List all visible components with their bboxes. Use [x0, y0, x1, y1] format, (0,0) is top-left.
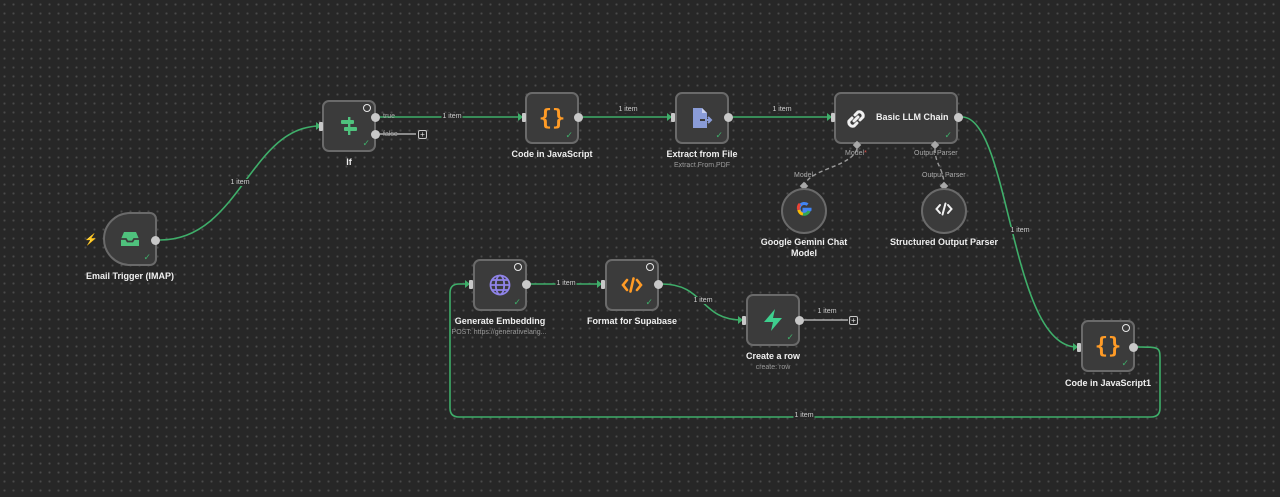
node-label: Structured Output Parser — [889, 237, 999, 247]
output-port[interactable] — [795, 316, 804, 325]
refresh-icon — [646, 263, 654, 271]
input-port[interactable] — [469, 280, 473, 289]
add-node-button[interactable]: + — [849, 316, 858, 325]
edge-parser-llm — [934, 148, 945, 187]
node-label: Google Gemini Chat Model — [760, 237, 848, 258]
link-chain-icon — [844, 107, 868, 136]
add-node-button[interactable]: + — [418, 130, 427, 139]
success-check-icon: ✓ — [645, 297, 653, 307]
input-port[interactable] — [742, 316, 746, 325]
edge-label: 1 item — [816, 308, 838, 315]
node-label: Extract from File — [666, 149, 738, 159]
port-label-model: Model* — [845, 150, 867, 157]
success-check-icon: ✓ — [565, 130, 573, 140]
output-port-true[interactable] — [371, 113, 380, 122]
node-code-javascript[interactable]: {} ✓ — [525, 92, 579, 144]
node-subtitle: create: row — [755, 364, 791, 371]
input-port[interactable] — [601, 280, 605, 289]
refresh-icon — [363, 104, 371, 112]
code-tag-icon — [607, 261, 657, 309]
node-if[interactable]: ✓ — [322, 100, 376, 152]
port-label-model: Model — [794, 172, 814, 179]
edge-label: 1 item — [793, 412, 815, 419]
node-label: Basic LLM Chain — [876, 112, 949, 122]
node-structured-output-parser[interactable] — [921, 188, 967, 234]
edge-label: 1 item — [771, 106, 793, 113]
input-port[interactable] — [522, 113, 526, 122]
edge-label: 1 item — [555, 280, 577, 287]
node-google-gemini[interactable] — [781, 188, 827, 234]
refresh-icon — [514, 263, 522, 271]
edge-label: 1 item — [692, 297, 714, 304]
input-port[interactable] — [671, 113, 675, 122]
edge-label: 1 item — [441, 113, 463, 120]
input-port[interactable] — [319, 122, 323, 131]
port-label-output-parser: Output Parser — [922, 172, 966, 179]
success-check-icon: ✓ — [362, 138, 370, 148]
inbox-icon — [105, 214, 155, 264]
success-check-icon: ✓ — [513, 297, 521, 307]
port-label-output-parser: Output Parser — [914, 150, 958, 157]
file-extract-icon — [677, 94, 727, 142]
success-check-icon: ✓ — [143, 252, 151, 262]
output-port[interactable] — [522, 280, 531, 289]
node-basic-llm-chain[interactable]: Basic LLM Chain ✓ — [834, 92, 958, 144]
edge-label: 1 item — [617, 106, 639, 113]
node-label: Generate Embedding — [454, 316, 546, 326]
refresh-icon — [1122, 324, 1130, 332]
port-label-true: true — [383, 113, 396, 120]
output-port[interactable] — [724, 113, 733, 122]
code-tag-icon — [935, 200, 953, 223]
globe-icon — [475, 261, 525, 309]
node-subtitle: POST: https://generativelang... — [451, 329, 547, 336]
if-switch-icon — [324, 102, 374, 150]
node-label: Code in JavaScript — [511, 149, 593, 159]
output-port[interactable] — [151, 236, 160, 245]
node-label: If — [346, 157, 352, 167]
success-check-icon: ✓ — [944, 130, 952, 140]
output-port[interactable] — [654, 280, 663, 289]
edge-label: 1 item — [229, 179, 251, 186]
edge-label: 1 item — [1009, 227, 1031, 234]
output-port[interactable] — [1129, 343, 1138, 352]
input-port[interactable] — [831, 113, 835, 122]
node-label: Code in JavaScript1 — [1064, 378, 1152, 388]
output-port[interactable] — [954, 113, 963, 122]
node-extract-from-file[interactable]: ✓ — [675, 92, 729, 144]
node-label: Create a row — [745, 351, 801, 361]
node-label: Email Trigger (IMAP) — [85, 271, 175, 281]
node-generate-embedding[interactable]: ✓ — [473, 259, 527, 311]
trigger-bolt-icon: ⚡ — [84, 234, 98, 246]
node-subtitle: Extract From PDF — [673, 162, 731, 169]
output-port-false[interactable] — [371, 130, 380, 139]
port-label-false: false — [383, 131, 398, 138]
google-g-icon — [795, 200, 813, 223]
success-check-icon: ✓ — [715, 130, 723, 140]
input-port[interactable] — [1077, 343, 1081, 352]
node-create-a-row[interactable]: ✓ — [746, 294, 800, 346]
edge-code1-embedding — [449, 283, 1161, 418]
supabase-bolt-icon — [748, 296, 798, 344]
node-code-javascript1[interactable]: {} ✓ — [1081, 320, 1135, 372]
node-format-for-supabase[interactable]: ✓ — [605, 259, 659, 311]
output-port[interactable] — [574, 113, 583, 122]
success-check-icon: ✓ — [786, 332, 794, 342]
node-email-trigger[interactable]: ✓ — [103, 212, 157, 266]
success-check-icon: ✓ — [1121, 358, 1129, 368]
node-label: Format for Supabase — [586, 316, 678, 326]
code-braces-icon: {} — [538, 105, 566, 131]
code-braces-icon: {} — [1094, 333, 1122, 359]
